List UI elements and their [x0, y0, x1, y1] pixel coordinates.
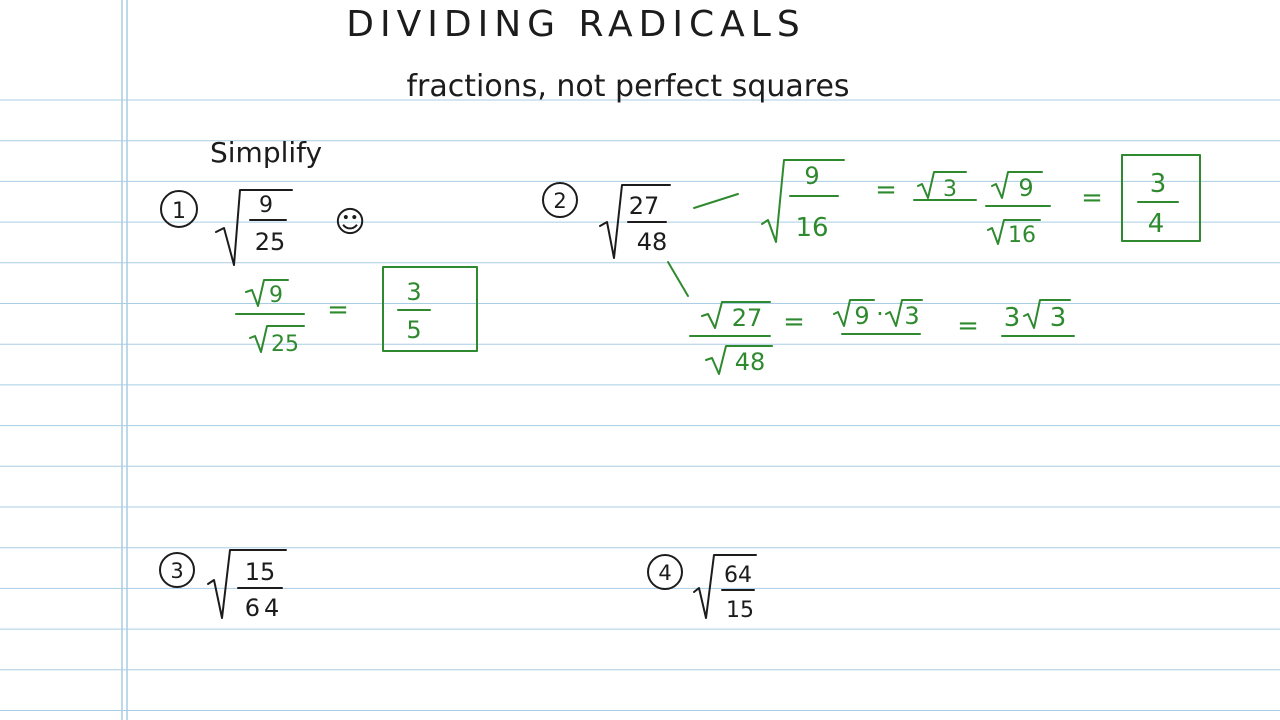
radicand-numerator: 9 — [259, 193, 273, 218]
radicand-numerator: 27 — [629, 192, 660, 220]
answer-denominator: 5 — [406, 316, 421, 344]
work-top-radical-den — [987, 219, 1041, 245]
problem-number-circle — [160, 190, 198, 228]
answer-denominator: 4 — [1148, 209, 1165, 239]
work-bottom-factor-b: 3 — [904, 302, 919, 330]
work-bottom-denominator: 48 — [735, 348, 766, 376]
work-bottom-radical-a — [833, 299, 875, 327]
crossed-radical — [917, 171, 967, 199]
work-radical-big — [761, 159, 845, 243]
work-bottom-radical-b — [885, 299, 923, 327]
work-bottom-dot: · — [876, 300, 884, 328]
work-bottom-radical-den — [705, 345, 773, 375]
radical-sign — [693, 554, 757, 619]
page-subtitle: fractions, not perfect squares — [406, 69, 849, 104]
work-top-denominator: 16 — [795, 213, 828, 243]
problem-number: 2 — [553, 189, 566, 213]
connector-line-top — [693, 193, 739, 209]
work-top-numerator-2: 9 — [1018, 174, 1033, 202]
answer-numerator: 3 — [406, 278, 421, 306]
radicand-denominator: 64 — [245, 594, 284, 622]
problem-3: 3 15 64 — [159, 549, 287, 622]
problem-4: 4 64 15 — [647, 554, 757, 623]
work-top-equals-1: = — [875, 175, 897, 205]
problem-number-circle — [542, 182, 578, 218]
ruled-lines — [0, 99, 1280, 711]
work-top-denominator-2: 16 — [1008, 223, 1036, 248]
work-bottom-equals-2: = — [957, 311, 979, 341]
answer-box — [382, 266, 478, 352]
work-top-numerator: 9 — [804, 162, 819, 190]
work-radical-bottom — [249, 325, 305, 353]
radicand-numerator: 64 — [724, 563, 752, 588]
work-bottom-factor-a: 9 — [854, 302, 869, 330]
radicand-numerator: 15 — [245, 558, 276, 586]
radicand-denominator: 25 — [255, 228, 286, 256]
radicand-denominator: 15 — [726, 598, 754, 623]
problem-number: 1 — [172, 199, 186, 224]
reaction-face: ☺ — [334, 205, 365, 240]
problem-1: 1 9 25 ☺ 9 25 = 3 5 — [160, 189, 478, 357]
connector-line-bottom — [667, 261, 689, 297]
instruction-label: Simplify — [210, 136, 322, 169]
work-numerator: 9 — [269, 283, 283, 308]
work-top-equals-2: = — [1081, 183, 1103, 213]
work-top-radical-num — [991, 171, 1043, 199]
problem-number-circle — [159, 552, 195, 588]
problem-number: 3 — [170, 559, 183, 583]
work-equals: = — [327, 295, 349, 325]
radical-sign — [215, 189, 293, 266]
problem-2: 2 27 48 9 16 = 3 9 16 = 3 4 27 48 = 9 — [542, 154, 1201, 376]
radical-sign — [599, 184, 671, 259]
work-bottom-equals-1: = — [783, 307, 805, 337]
radical-sign — [207, 549, 287, 619]
work-bottom-radical-c — [1023, 299, 1071, 329]
crossed-radicand: 3 — [943, 177, 957, 202]
work-bottom-radicand: 3 — [1050, 303, 1067, 333]
answer-box — [1121, 154, 1201, 242]
work-bottom-numerator: 27 — [732, 304, 763, 332]
work-bottom-coefficient: 3 — [1004, 303, 1021, 333]
work-radical-top — [245, 279, 289, 307]
problem-number-circle — [647, 554, 683, 590]
work-denominator: 25 — [271, 332, 299, 357]
radicand-denominator: 48 — [637, 228, 668, 256]
answer-numerator: 3 — [1150, 169, 1167, 199]
page-title: DIVIDING RADICALS — [346, 4, 805, 45]
problem-number: 4 — [658, 561, 671, 585]
work-bottom-radical-num — [701, 301, 771, 329]
